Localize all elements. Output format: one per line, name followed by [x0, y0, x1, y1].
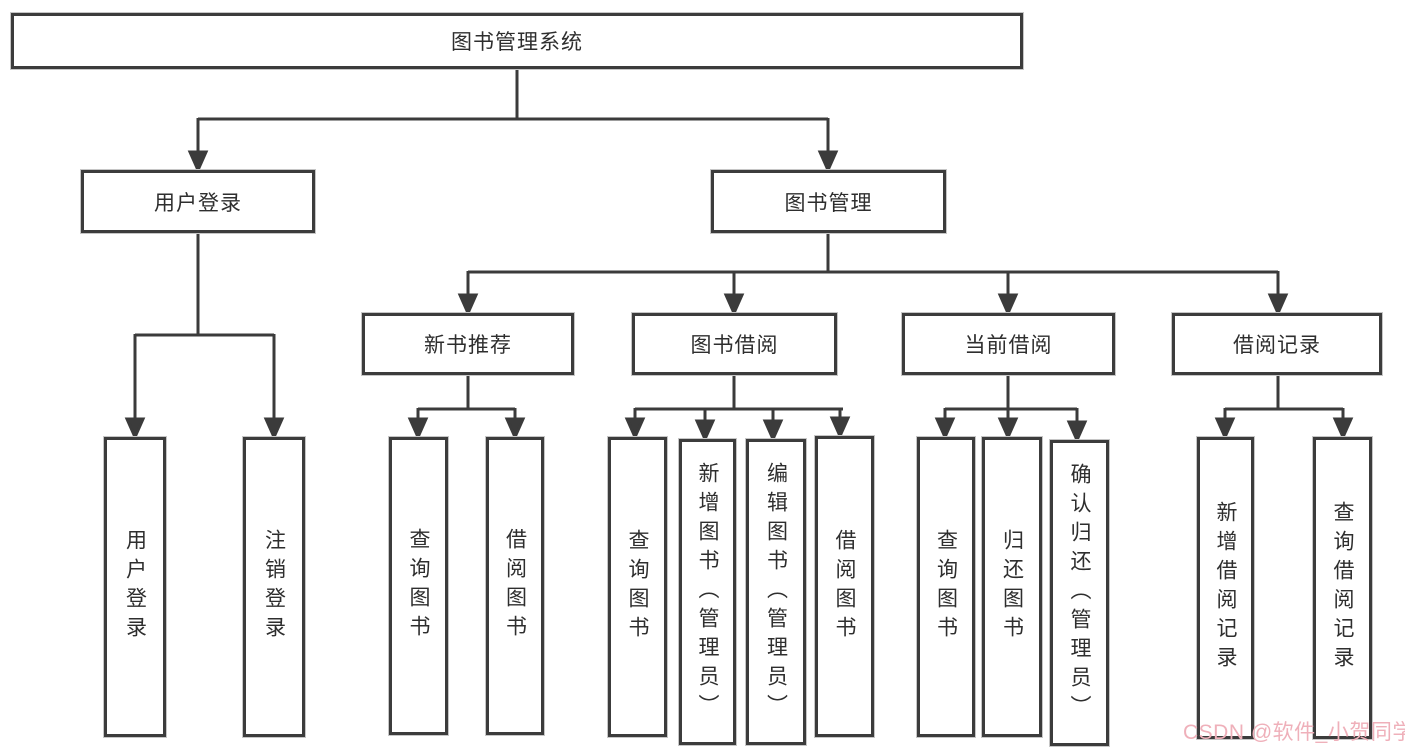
node-label: 用户登录	[123, 529, 147, 645]
node-current-borrow: 当前借阅	[902, 313, 1115, 375]
node-label: 图书借阅	[690, 334, 779, 357]
node-borrow-records: 借阅记录	[1172, 313, 1382, 375]
node-label: 新增借阅记录	[1214, 501, 1237, 675]
node-label: 图书管理系统	[451, 31, 583, 54]
arrow-down-icon	[997, 293, 1019, 317]
node-leaf-query-borrow-record: 查询借阅记录	[1313, 437, 1372, 739]
arrow-down-icon	[1267, 293, 1289, 317]
arrow-down-icon	[263, 417, 285, 441]
arrow-down-icon	[934, 417, 956, 441]
node-book-borrow: 图书借阅	[632, 313, 837, 375]
node-label: 新书推荐	[424, 334, 512, 357]
arrow-down-icon	[187, 150, 209, 174]
node-label: 归还图书	[1000, 529, 1024, 645]
node-leaf-edit-books-admin: 编辑图书（管理员）	[746, 439, 806, 745]
arrow-down-icon	[124, 417, 146, 441]
arrow-down-icon	[1214, 417, 1236, 441]
node-label: 图书管理	[784, 191, 873, 215]
csdn-watermark: CSDN @软件_小贺同学	[1183, 721, 1405, 744]
node-label: 借阅记录	[1233, 334, 1321, 357]
node-book-management-group: 图书管理	[711, 170, 946, 233]
arrow-down-icon	[624, 417, 646, 441]
node-label: 用户登录	[154, 191, 242, 215]
node-leaf-query-books-recommend: 查询图书	[389, 437, 448, 735]
arrow-down-icon	[829, 416, 851, 440]
node-leaf-borrow-books: 借阅图书	[815, 436, 874, 737]
node-label: 编辑图书（管理员）	[764, 461, 788, 723]
node-label: 注销登录	[262, 529, 286, 645]
node-label: 当前借阅	[964, 334, 1053, 357]
node-leaf-add-books-admin: 新增图书（管理员）	[679, 439, 736, 745]
node-leaf-confirm-return-admin: 确认归还（管理员）	[1050, 440, 1109, 746]
node-label: 借阅图书	[503, 528, 527, 644]
arrow-down-icon	[457, 293, 479, 317]
node-label: 查询图书	[626, 529, 649, 645]
node-label: 新增图书（管理员）	[696, 461, 719, 723]
arrow-down-icon	[762, 419, 784, 443]
node-label: 查询图书	[407, 528, 430, 644]
node-user-login-group: 用户登录	[81, 170, 315, 233]
arrow-down-icon	[407, 417, 429, 441]
arrow-down-icon	[1066, 420, 1088, 444]
arrow-down-icon	[817, 150, 839, 174]
node-label: 借阅图书	[833, 528, 856, 645]
arrow-down-icon	[723, 293, 745, 317]
node-leaf-return-books: 归还图书	[982, 437, 1042, 737]
arrow-down-icon	[504, 417, 526, 441]
node-label: 查询借阅记录	[1331, 501, 1354, 675]
node-leaf-user-login: 用户登录	[104, 437, 166, 737]
arrow-down-icon	[694, 419, 716, 443]
node-leaf-add-borrow-record: 新增借阅记录	[1197, 437, 1254, 739]
node-leaf-borrow-books-recommend: 借阅图书	[486, 437, 544, 735]
node-new-book-recommend: 新书推荐	[362, 313, 574, 375]
arrow-down-icon	[1332, 417, 1354, 441]
node-label: 确认归还（管理员）	[1068, 462, 1091, 724]
node-leaf-query-books-current: 查询图书	[917, 437, 975, 737]
node-label: 查询图书	[934, 529, 958, 645]
node-leaf-query-books-borrow: 查询图书	[608, 437, 667, 737]
arrow-down-icon	[997, 417, 1019, 441]
node-root-library-management-system: 图书管理系统	[11, 13, 1023, 69]
node-leaf-logout: 注销登录	[243, 437, 305, 737]
